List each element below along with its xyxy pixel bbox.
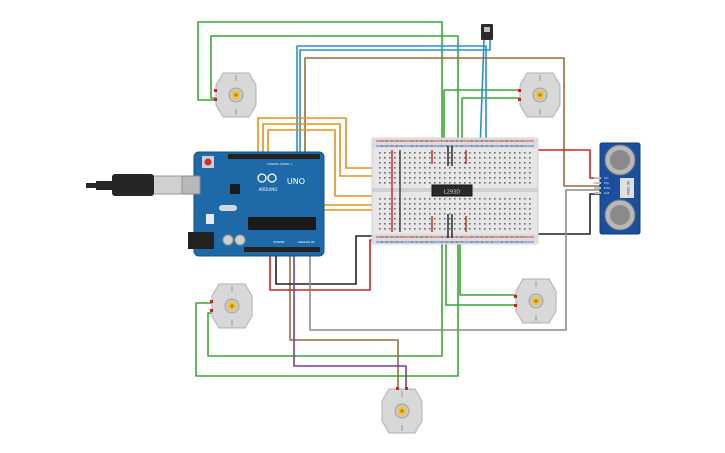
wire-blue-1 (296, 45, 487, 155)
arduino-uno: ARDUINO UNO DIGITAL (PWM~) POWER ANALOG … (179, 151, 325, 257)
wire-green-bottom-right-motor (459, 232, 518, 296)
motor-terminal (514, 304, 517, 307)
motor-shaft-center (534, 299, 538, 303)
motor-terminal (210, 309, 213, 312)
wire-black-sensor (530, 193, 600, 235)
wire-red-sensor (530, 149, 600, 179)
wire-orange-2 (262, 123, 420, 177)
motor-shaft-center (538, 93, 542, 97)
motor-shaft-center (400, 409, 404, 413)
sensor-pin-label: Echo (604, 186, 611, 190)
driver-ic-label: L293D (444, 190, 460, 196)
dc-motors (210, 72, 561, 434)
wire-gray (309, 189, 600, 331)
wire-purple (293, 255, 407, 394)
motor-terminal (210, 300, 213, 303)
motor-terminal (214, 98, 217, 101)
motor-shaft-center (230, 304, 234, 308)
slide-switch (481, 24, 493, 40)
arduino-brand-label: ARDUINO (259, 187, 278, 192)
sensor-pin (594, 177, 601, 179)
motor-top-right (518, 72, 561, 118)
motor-bottom-right (514, 278, 557, 324)
wire-black-gnd (275, 235, 382, 285)
sensor-pin-label: Vcc (604, 176, 609, 180)
wire-green-bottom-left-motor (195, 232, 459, 377)
wire-green-top-right-motor (443, 89, 522, 150)
wire-green-bottom-left-motor-2 (207, 232, 443, 357)
wire-orange-3 (267, 129, 420, 197)
sensor-pin (594, 192, 601, 194)
wire-brown-bottom (289, 255, 399, 394)
motor-bottom-center (381, 387, 423, 434)
wire-green-top-left-motor-2 (197, 21, 443, 150)
wire-orange-1 (257, 117, 420, 169)
wire-green-top-right-motor-2 (461, 97, 522, 150)
arduino-logo (257, 173, 277, 183)
arduino-power-header-label: POWER (273, 240, 284, 244)
wire-brown-top (304, 57, 600, 187)
arduino-digital-header-label: DIGITAL (PWM~) (268, 162, 293, 166)
arduino-analog-header-label: ANALOG IN (298, 240, 315, 244)
motor-terminal (405, 387, 408, 390)
motor-terminal (514, 295, 517, 298)
motor-terminal (518, 89, 521, 92)
motor-terminal (518, 98, 521, 101)
motor-top-left (214, 72, 257, 118)
motor-terminal (214, 89, 217, 92)
wire-green-bottom-right-motor-2 (445, 232, 518, 306)
sensor-model-label: HC-SR04 (626, 181, 630, 195)
arduino-board-name: UNO (287, 177, 305, 186)
motor-bottom-left (210, 283, 253, 329)
usb-cable (86, 174, 183, 196)
sensor-pin-label: Gnd (604, 191, 610, 195)
wire-blue-3 (479, 39, 485, 151)
motor-terminal (396, 387, 399, 390)
breadboard-holes (379, 140, 531, 243)
sensor-pin (594, 187, 601, 189)
sensor-pin (594, 182, 601, 184)
wire-green-top-left-motor (210, 35, 459, 150)
wire-blue-2 (299, 40, 491, 155)
sensor-pin-label: Trig (604, 181, 609, 185)
motor-shaft-center (234, 93, 238, 97)
driver-ic: L293D (431, 184, 473, 197)
